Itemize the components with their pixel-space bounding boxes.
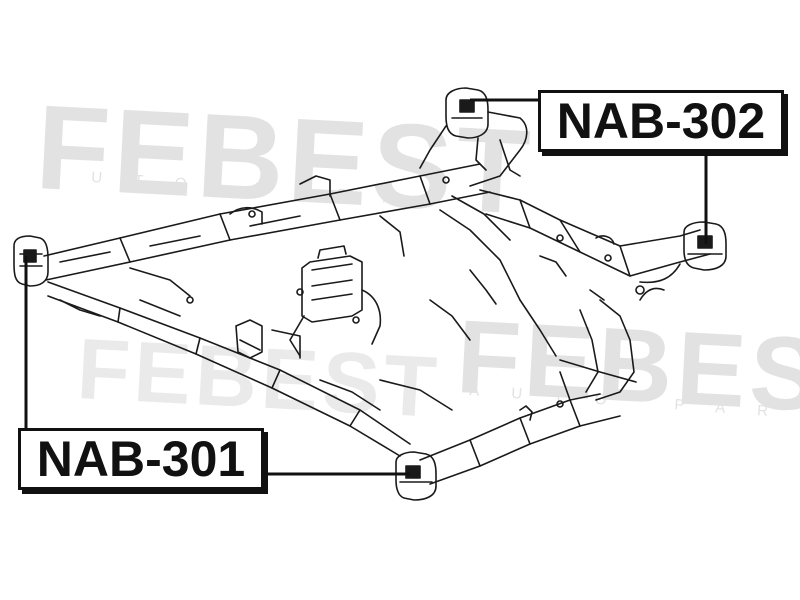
right-side-member <box>479 189 711 301</box>
front-crossmember <box>43 163 491 281</box>
rear-crossmember <box>419 371 621 485</box>
inner-linkage <box>129 195 567 411</box>
rear-right-mount <box>445 87 489 139</box>
centre-bracket <box>289 245 382 357</box>
bolt-holes <box>186 176 612 408</box>
upper-right-arm <box>419 111 528 187</box>
left-side-member <box>47 281 411 457</box>
right-lower-arm <box>559 285 645 401</box>
rear-left-mount <box>395 451 437 501</box>
part-label-nab-301[interactable]: NAB-301 <box>18 428 264 490</box>
part-label-nab-302[interactable]: NAB-302 <box>538 90 784 152</box>
front-left-mount <box>13 235 49 287</box>
